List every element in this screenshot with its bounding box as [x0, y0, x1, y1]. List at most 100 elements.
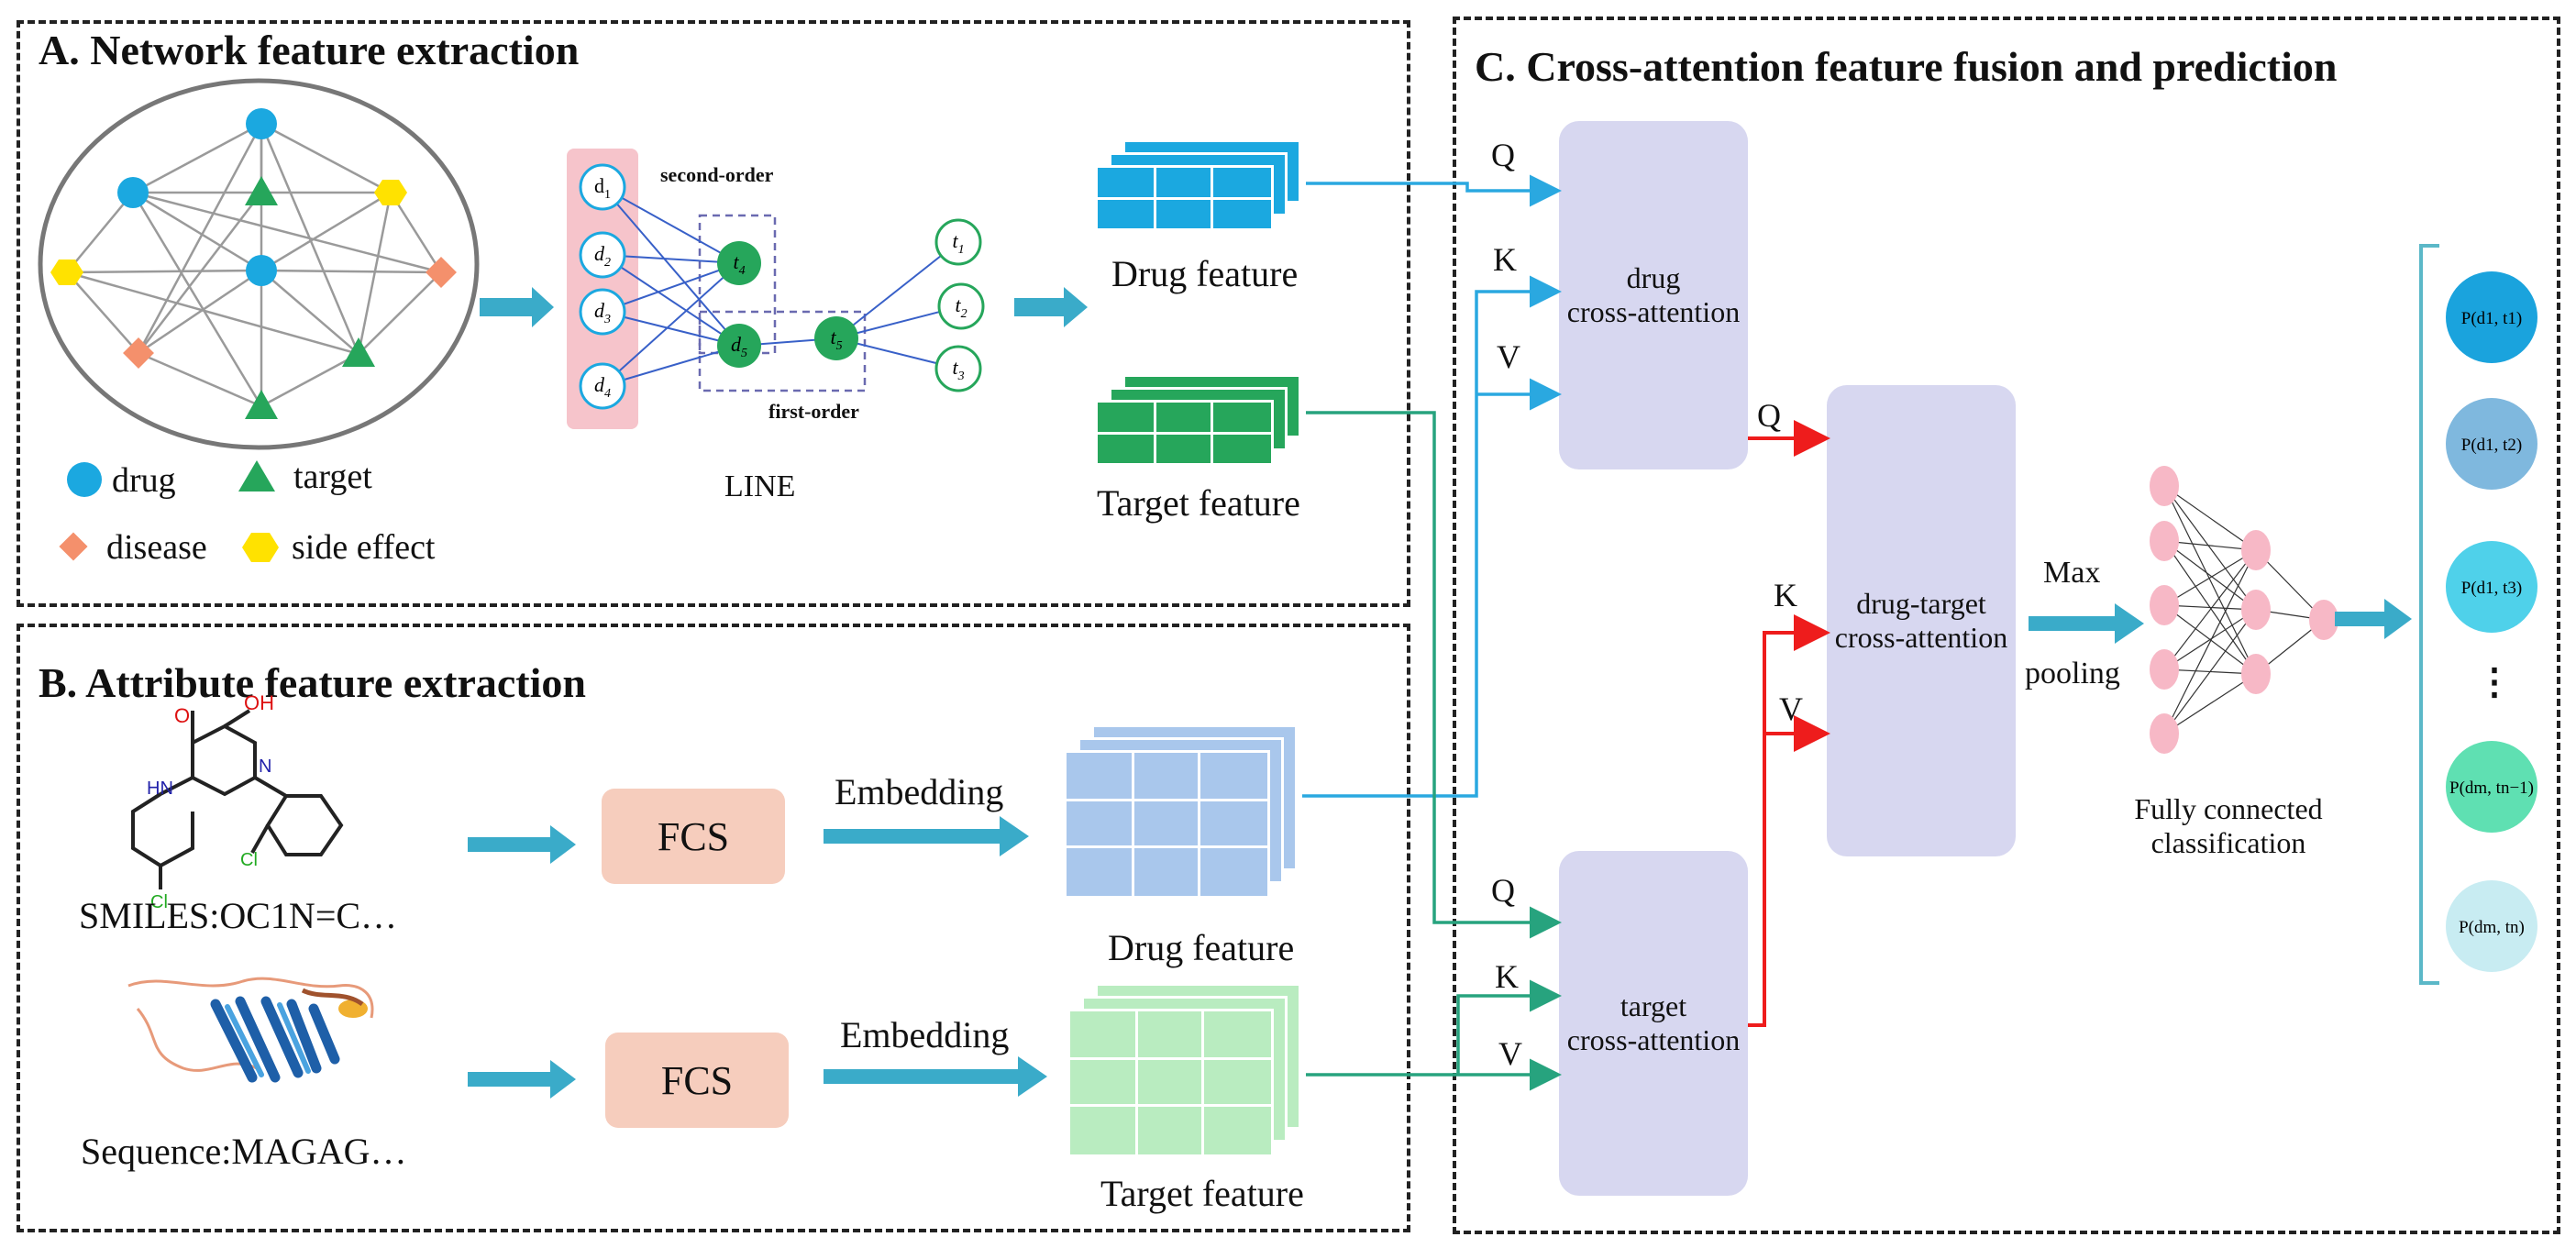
pooling-label: pooling — [2025, 657, 2120, 690]
network-nodes — [50, 108, 457, 419]
panel-network-feature — [17, 20, 1410, 607]
conn-network-drug-to-q — [1306, 174, 1562, 207]
arrow-graph-to-line — [480, 287, 554, 327]
output-probabilities: P(d1, t1) P(d1, t2) P(d1, t3) P(dm, tn−1) P(… — [2446, 271, 2537, 972]
conn-target-ca-to-dt-k — [1748, 614, 1830, 1027]
label-v-dt: V — [1779, 690, 1803, 727]
output-ellipsis: ⋮ — [2476, 661, 2513, 702]
output-node: P(dm, tn−1) — [2446, 741, 2537, 833]
fc-edge — [2163, 604, 2257, 611]
fc-edge — [2163, 549, 2257, 670]
label-v-drug: V — [1497, 338, 1520, 375]
atom-cl-1: Cl — [150, 892, 168, 912]
arrow-to-outputs — [2335, 599, 2412, 639]
fc-label-line1: Fully connected — [2134, 792, 2323, 825]
second-order-label: second-order — [660, 163, 774, 186]
conn-attribute-target-to-k — [1456, 979, 1562, 1075]
output-node-label: P(d1, t3) — [2461, 579, 2523, 598]
output-node-label: P(dm, tn−1) — [2449, 779, 2534, 798]
fc-edge — [2163, 609, 2257, 670]
panel-c-title: C. Cross-attention feature fusion and pr… — [1475, 43, 2338, 90]
fc-node — [2241, 654, 2271, 694]
fc-nodes — [2150, 466, 2338, 754]
line-label: LINE — [724, 469, 796, 503]
legend-target-label: target — [293, 458, 372, 496]
drug-node-d4: d4 — [594, 373, 611, 401]
molecule-structure — [131, 709, 344, 889]
target-node — [342, 337, 375, 367]
arrow-smiles-to-fcs — [468, 825, 576, 864]
fcs-box-drug: FCS — [602, 789, 785, 884]
fc-edge — [2163, 540, 2257, 551]
panel-b-title: B. Attribute feature extraction — [39, 659, 586, 706]
fc-edge — [2163, 549, 2257, 606]
fc-node — [2150, 466, 2179, 506]
fc-node — [2150, 521, 2179, 561]
fc-edge — [2163, 485, 2257, 675]
fc-label: Fully connected classification — [2109, 792, 2348, 860]
panel-attribute-feature — [17, 624, 1410, 1232]
atom-oh: OH — [244, 691, 274, 714]
output-node: P(d1, t2) — [2446, 398, 2537, 490]
output-bracket — [2419, 244, 2439, 985]
label-k-dt: K — [1774, 577, 1797, 613]
disease-node — [426, 257, 457, 288]
legend-disease-label: disease — [106, 528, 207, 567]
conn-attribute-drug-to-kv — [1302, 275, 1562, 798]
first-order-box — [698, 310, 867, 392]
atom-n: N — [259, 757, 271, 777]
output-node: P(d1, t1) — [2446, 271, 2537, 363]
fc-edge — [2163, 609, 2257, 734]
label-v-target: V — [1498, 1035, 1522, 1072]
disease-node — [123, 337, 154, 369]
embedding-label-target: Embedding — [840, 1014, 1010, 1055]
fc-label-line2: classification — [2150, 826, 2306, 859]
mid-node-t5: t5 — [830, 326, 842, 353]
fc-node — [2150, 585, 2179, 625]
legend-side-effect-label: side effect — [292, 528, 436, 567]
drug-node-d3: d3 — [594, 299, 611, 326]
output-node: P(dm, tn) — [2446, 880, 2537, 972]
fc-edge — [2163, 485, 2257, 611]
atom-hn: HN — [147, 779, 173, 799]
sequence-label: Sequence:MAGAG… — [81, 1131, 407, 1172]
legend-drug-label: drug — [112, 461, 176, 500]
arrow-fcs-to-embed-drug — [824, 816, 1029, 856]
network-target-feature-label: Target feature — [1097, 482, 1300, 524]
arrow-seq-to-fcs — [468, 1060, 576, 1099]
max-label: Max — [2043, 556, 2101, 590]
attribute-drug-feature-label: Drug feature — [1108, 927, 1295, 968]
fc-node — [2309, 600, 2338, 640]
legend-target-icon — [238, 460, 275, 491]
arrow-max-pooling — [2029, 603, 2144, 644]
label-q-drug: Q — [1491, 137, 1515, 173]
output-node-label: P(d1, t1) — [2461, 309, 2523, 328]
drug-node — [246, 108, 277, 139]
output-node-label: P(d1, t2) — [2461, 436, 2523, 455]
arrow-line-to-features — [1014, 287, 1088, 327]
fc-node — [2150, 649, 2179, 690]
attribute-target-feature-stack — [1067, 983, 1306, 1166]
side-effect-node — [50, 260, 83, 285]
network-drug-feature-label: Drug feature — [1111, 253, 1299, 294]
arrow-fcs-to-embed-target — [824, 1056, 1047, 1097]
attribute-target-feature-label: Target feature — [1100, 1173, 1304, 1214]
fc-edge — [2163, 485, 2257, 551]
fc-edge — [2163, 549, 2257, 734]
output-node: P(d1, t3) — [2446, 541, 2537, 633]
network-target-feature-stack — [1095, 374, 1306, 475]
fc-node — [2241, 530, 2271, 570]
drug-node — [117, 177, 149, 208]
panel-cross-attention — [1453, 17, 2560, 1234]
smiles-label: SMILES:OC1N=C… — [79, 895, 398, 936]
mid-node-d5: d5 — [731, 333, 747, 360]
protein-structure — [127, 977, 374, 1083]
atom-o: O — [174, 704, 190, 727]
target-node-t1: t1 — [952, 229, 964, 257]
label-k-drug: K — [1493, 241, 1517, 278]
legend-side-effect-icon — [242, 533, 279, 562]
